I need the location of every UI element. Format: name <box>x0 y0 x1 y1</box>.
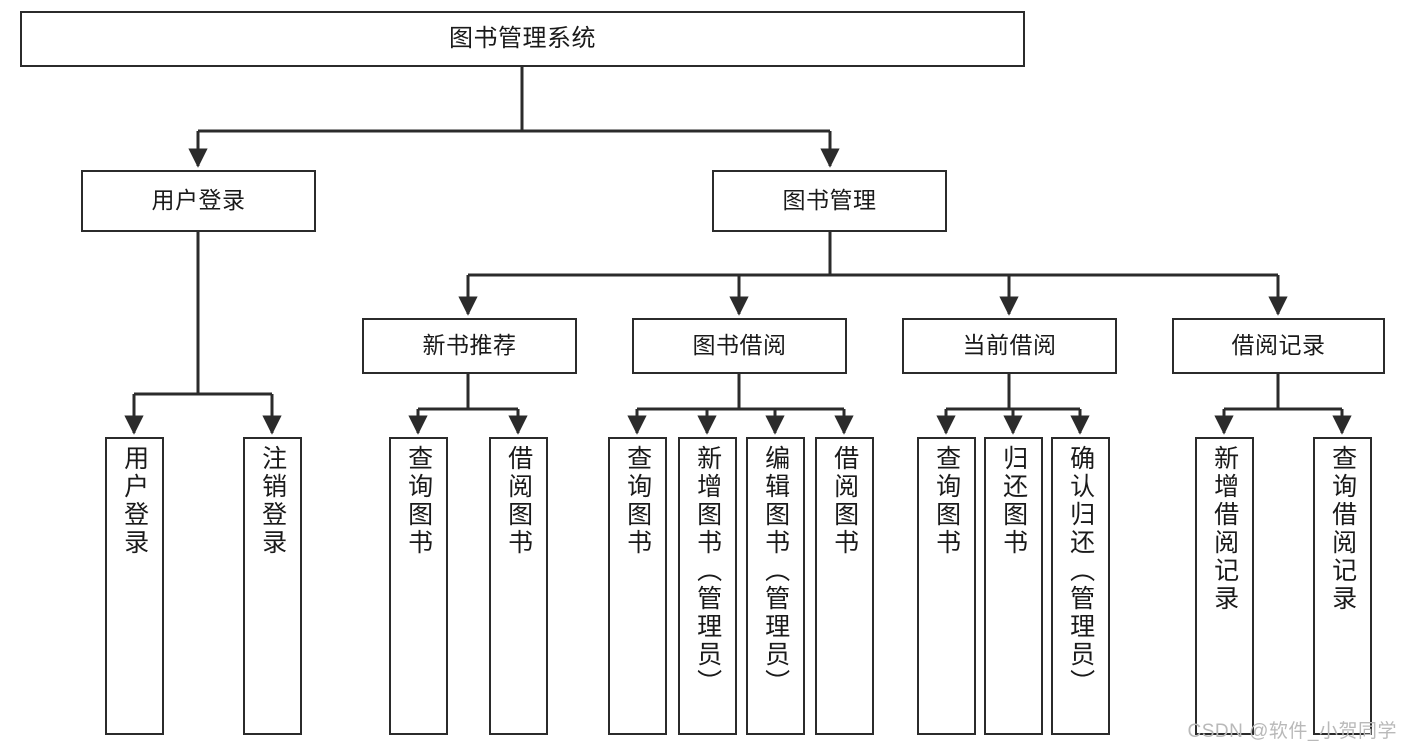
node-leaf-borrow-book-2[interactable]: 借阅图书 <box>815 437 874 735</box>
node-leaf-logout-login-label: 注销登录 <box>258 445 287 557</box>
node-leaf-confirm-return-label: 确认归还（管理员） <box>1066 445 1095 697</box>
node-leaf-query-record-label: 查询借阅记录 <box>1328 445 1357 613</box>
node-current-borrow-label: 当前借阅 <box>962 332 1057 359</box>
node-leaf-borrow-book-2-label: 借阅图书 <box>830 445 859 557</box>
node-leaf-return-book-label: 归还图书 <box>999 445 1028 557</box>
node-leaf-edit-book[interactable]: 编辑图书（管理员） <box>746 437 805 735</box>
node-leaf-add-book[interactable]: 新增图书（管理员） <box>678 437 737 735</box>
node-user-login-label: 用户登录 <box>151 187 246 214</box>
node-current-borrow[interactable]: 当前借阅 <box>902 318 1117 374</box>
node-book-borrow-label: 图书借阅 <box>692 332 787 359</box>
node-leaf-query-book-1[interactable]: 查询图书 <box>389 437 448 735</box>
node-leaf-add-record-label: 新增借阅记录 <box>1210 445 1239 613</box>
node-borrow-record[interactable]: 借阅记录 <box>1172 318 1385 374</box>
node-new-book-recommend[interactable]: 新书推荐 <box>362 318 577 374</box>
node-user-login[interactable]: 用户登录 <box>81 170 316 232</box>
node-leaf-add-book-label: 新增图书（管理员） <box>693 445 722 697</box>
node-leaf-confirm-return[interactable]: 确认归还（管理员） <box>1051 437 1110 735</box>
node-leaf-borrow-book-1-label: 借阅图书 <box>504 445 533 557</box>
node-leaf-query-book-2-label: 查询图书 <box>623 445 652 557</box>
node-leaf-query-record[interactable]: 查询借阅记录 <box>1313 437 1372 735</box>
node-book-borrow[interactable]: 图书借阅 <box>632 318 847 374</box>
node-leaf-user-login-label: 用户登录 <box>120 445 149 557</box>
node-new-book-recommend-label: 新书推荐 <box>422 332 517 359</box>
node-leaf-logout-login[interactable]: 注销登录 <box>243 437 302 735</box>
node-leaf-return-book[interactable]: 归还图书 <box>984 437 1043 735</box>
node-root-label: 图书管理系统 <box>449 24 596 52</box>
node-leaf-query-book-3-label: 查询图书 <box>932 445 961 557</box>
node-leaf-query-book-1-label: 查询图书 <box>404 445 433 557</box>
node-root[interactable]: 图书管理系统 <box>20 11 1025 67</box>
node-leaf-user-login[interactable]: 用户登录 <box>105 437 164 735</box>
node-leaf-edit-book-label: 编辑图书（管理员） <box>761 445 790 697</box>
node-borrow-record-label: 借阅记录 <box>1231 332 1326 359</box>
watermark: CSDN @软件_小贺同学 <box>1187 721 1397 742</box>
node-leaf-add-record[interactable]: 新增借阅记录 <box>1195 437 1254 735</box>
node-leaf-borrow-book-1[interactable]: 借阅图书 <box>489 437 548 735</box>
node-book-management-label: 图书管理 <box>782 187 877 214</box>
node-book-management[interactable]: 图书管理 <box>712 170 947 232</box>
node-leaf-query-book-3[interactable]: 查询图书 <box>917 437 976 735</box>
node-leaf-query-book-2[interactable]: 查询图书 <box>608 437 667 735</box>
